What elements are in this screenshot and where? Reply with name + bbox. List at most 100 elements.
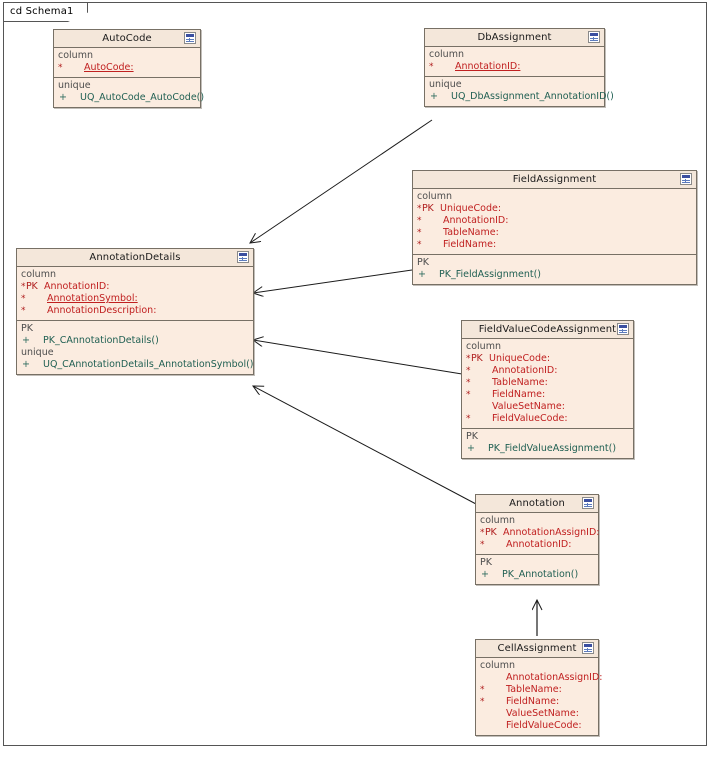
compartment-label: column [58, 50, 93, 61]
class-compartment: column*AutoCode: [54, 48, 200, 78]
required-marker: * [417, 240, 422, 250]
operation-name: PK_FieldValueAssignment() [488, 443, 617, 454]
compartment-label: column [417, 191, 452, 202]
attribute-name: AutoCode: [84, 62, 134, 73]
operation-row: + PK_FieldAssignment() [413, 269, 696, 281]
attribute-name: UniqueCode: [489, 353, 551, 364]
attribute-name: TableName: [506, 684, 562, 695]
table-icon [237, 251, 249, 263]
attribute-row: * AnnotationID: [462, 365, 633, 377]
class-compartment: PK+PK_Annotation() [476, 555, 598, 584]
class-title: FieldAssignment [512, 174, 597, 185]
required-marker: * [417, 204, 422, 214]
visibility-marker: + [467, 443, 475, 454]
class-title: CellAssignment [497, 643, 577, 654]
operation-row: +UQ_AutoCode_AutoCode() [54, 92, 204, 104]
required-marker: * [21, 306, 26, 316]
compartment-label: unique [21, 347, 54, 358]
operation-row: +PK_CAnnotationDetails() [17, 335, 253, 347]
class-header[interactable]: Annotation [476, 495, 598, 513]
required-marker: * [480, 540, 485, 550]
compartment-label: PK [480, 557, 492, 568]
attribute-name: UniqueCode: [440, 203, 502, 214]
required-marker: * [466, 378, 471, 388]
attribute-row: * FieldName: [413, 239, 696, 251]
class-header[interactable]: FieldAssignment [413, 171, 696, 189]
table-icon [588, 31, 600, 43]
operation-row: + PK_FieldValueAssignment() [462, 443, 633, 455]
attribute-row: ValueSetName: [462, 401, 633, 413]
attribute-row: FieldValueCode: [476, 720, 598, 732]
required-marker: * [21, 282, 26, 292]
compartment-label: PK [21, 323, 33, 334]
attribute-row: *FieldName: [462, 389, 633, 401]
pk-marker: PK [26, 281, 38, 292]
class-compartment: unique+ UQ_DbAssignment_AnnotationID() [425, 77, 614, 106]
attribute-row: *AnnotationID: [413, 215, 696, 227]
table-icon [680, 173, 692, 185]
attribute-row: * TableName: [476, 684, 598, 696]
class-compartment: PK+ PK_FieldAssignment() [413, 255, 696, 284]
attribute-name: AnnotationID: [506, 539, 572, 550]
required-marker: * [429, 62, 434, 72]
attribute-name: FieldName: [443, 239, 497, 250]
class-header[interactable]: AnnotationDetails [17, 249, 253, 267]
operation-row: +PK_Annotation() [476, 569, 598, 581]
attribute-row: * AnnotationID: [476, 539, 598, 551]
operation-row: + UQ_DbAssignment_AnnotationID() [425, 91, 614, 103]
class-title: Annotation [509, 498, 565, 509]
attribute-row: * TableName: [462, 377, 633, 389]
attribute-row: *FieldValueCode: [462, 413, 633, 425]
compartment-label: column [480, 515, 515, 526]
class-header[interactable]: DbAssignment [425, 29, 604, 47]
operation-row: + UQ_CAnnotationDetails_AnnotationSymbol(… [17, 359, 254, 371]
operation-name: UQ_DbAssignment_AnnotationID() [451, 91, 614, 102]
compartment-label: PK [417, 257, 429, 268]
attribute-name: TableName: [443, 227, 499, 238]
attribute-row: *AnnotationSymbol: [17, 293, 253, 305]
compartment-label: column [21, 269, 56, 280]
required-marker: * [466, 390, 471, 400]
visibility-marker: + [430, 91, 438, 102]
required-marker: * [466, 354, 471, 364]
class-header[interactable]: CellAssignment [476, 640, 598, 658]
class-title: FieldValueCodeAssignment [478, 324, 617, 335]
attribute-name: AnnotationDescription: [47, 305, 157, 316]
table-icon [582, 642, 594, 654]
required-marker: * [466, 414, 471, 424]
required-marker: * [466, 366, 471, 376]
class-compartment: PK+PK_FieldValueAssignment() [462, 429, 633, 458]
attribute-name: AnnotationID: [455, 61, 521, 72]
attribute-name: TableName: [492, 377, 548, 388]
class-header[interactable]: AutoCode [54, 30, 200, 48]
pk-marker: PK [485, 527, 497, 538]
operation-name: PK_Annotation() [502, 569, 579, 580]
attribute-row: AnnotationAssignID: [476, 672, 603, 684]
visibility-marker: + [418, 269, 426, 280]
compartment-label: unique [429, 79, 462, 90]
attribute-row: * AnnotationID: [425, 61, 604, 73]
table-icon [184, 32, 196, 44]
visibility-marker: + [22, 359, 30, 370]
attribute-name: AnnotationID: [492, 365, 558, 376]
operation-name: PK_FieldAssignment() [439, 269, 541, 280]
required-marker: * [480, 685, 485, 695]
operation-name: UQ_CAnnotationDetails_AnnotationSymbol() [43, 359, 254, 370]
class-header[interactable]: FieldValueCodeAssignment [462, 321, 633, 339]
attribute-row: ValueSetName: [476, 708, 598, 720]
class-title: DbAssignment [477, 32, 552, 43]
